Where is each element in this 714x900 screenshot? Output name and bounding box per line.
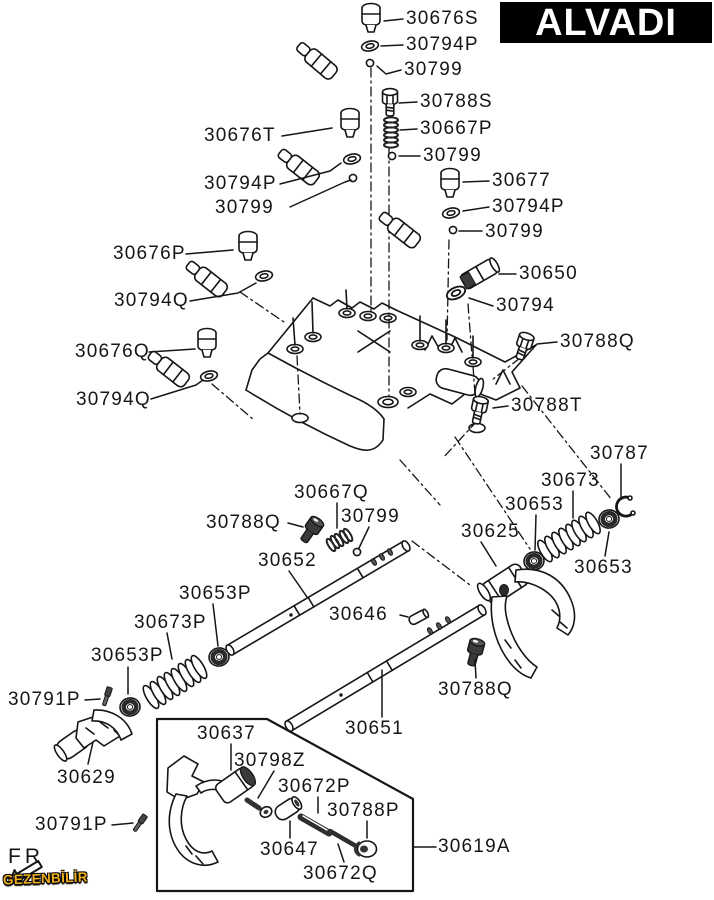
part-label-30619A: 30619A <box>438 836 511 857</box>
pin-30799-4 <box>448 225 458 235</box>
washer-30794P-1 <box>359 38 381 54</box>
part-label-30672Q: 30672Q <box>303 863 378 884</box>
solenoid-valve-30676T <box>277 107 360 186</box>
part-label-30787: 30787 <box>590 443 649 464</box>
case-tube-boss <box>435 367 485 398</box>
part-label-30637: 30637 <box>197 723 256 744</box>
alignment-centerlines <box>211 67 613 586</box>
part-label-30625: 30625 <box>461 521 520 542</box>
part-label-30676Q: 30676Q <box>75 341 150 362</box>
part-label-30791P-2: 30791P <box>35 814 108 835</box>
part-label-30788Q-1: 30788Q <box>560 331 635 352</box>
part-label-30799-3: 30799 <box>215 197 274 218</box>
solenoid-valve-30677 <box>378 167 460 249</box>
sensor-30650 <box>459 257 501 290</box>
part-label-30794: 30794 <box>496 295 555 316</box>
alvadi-logo: ALVADI <box>500 2 712 43</box>
part-label-30673: 30673 <box>541 470 600 491</box>
part-label-30794Q-2: 30794Q <box>76 389 151 410</box>
part-label-30647: 30647 <box>260 839 319 860</box>
solenoid-valve-30676P <box>185 230 258 298</box>
part-label-30798Z: 30798Z <box>234 750 306 771</box>
gezenbilir-watermark: GEZENBİLİR <box>2 869 89 888</box>
reverse-shift-lever-assembly-30619A <box>166 755 378 866</box>
part-label-30794P-3: 30794P <box>492 196 565 217</box>
shift-fork-30629 <box>53 709 133 762</box>
part-label-30788P: 30788P <box>327 800 400 821</box>
part-label-30651: 30651 <box>345 718 404 739</box>
part-label-30799-1: 30799 <box>404 59 463 80</box>
bolt-30798Z <box>244 797 273 819</box>
spring-30667Q <box>325 527 354 553</box>
part-label-30676S: 30676S <box>406 8 479 29</box>
pin-30791P-2 <box>133 813 148 832</box>
fr-orientation-label: FR <box>8 845 44 868</box>
pin-30799-1 <box>365 58 375 68</box>
pin-30799-2 <box>387 151 397 161</box>
part-label-30653P-2: 30653P <box>91 645 164 666</box>
solenoid-valve-30676S <box>295 2 381 80</box>
part-label-30653-2: 30653 <box>574 557 633 578</box>
pin-30646 <box>408 608 430 626</box>
pin-30791P-1 <box>102 686 113 707</box>
shift-rail-30651 <box>284 604 487 732</box>
spring-seat-30653P-2 <box>119 696 142 717</box>
bolt-30788Q-2 <box>296 513 326 547</box>
snap-ring-30787 <box>615 495 636 518</box>
fr-direction-arrow-icon <box>9 860 43 885</box>
part-label-30791P-1: 30791P <box>8 689 81 710</box>
bolt-30788T <box>467 394 490 427</box>
washer-30794Q-1 <box>253 268 275 284</box>
part-label-30667Q: 30667Q <box>294 482 369 503</box>
part-label-30799-5: 30799 <box>341 506 400 527</box>
part-label-30653P-1: 30653P <box>179 583 252 604</box>
spring-30673 <box>537 511 601 563</box>
part-label-30788Q-2: 30788Q <box>206 512 281 533</box>
part-label-30677: 30677 <box>492 170 551 191</box>
part-label-30650: 30650 <box>519 263 578 284</box>
part-label-30794P-1: 30794P <box>406 34 479 55</box>
inset-detail-box <box>155 717 415 893</box>
part-label-30667P: 30667P <box>420 118 493 139</box>
part-label-30788T: 30788T <box>511 395 583 416</box>
part-label-30799-4: 30799 <box>485 221 544 242</box>
shift-fork-30625 <box>476 563 576 679</box>
shift-rail-30652 <box>225 540 411 656</box>
part-label-30673P: 30673P <box>134 612 207 633</box>
transmission-case-outline <box>245 289 537 451</box>
spring-30667P <box>383 116 399 149</box>
part-label-30794P-2: 30794P <box>204 173 277 194</box>
part-label-30788S: 30788S <box>420 91 493 112</box>
part-label-30799-2: 30799 <box>423 145 482 166</box>
part-label-30794Q-1: 30794Q <box>114 290 189 311</box>
part-label-30676T: 30676T <box>204 125 276 146</box>
part-label-30653-1: 30653 <box>505 494 564 515</box>
solenoid-valve-30676Q <box>147 327 217 388</box>
part-label-30788Q-3: 30788Q <box>438 679 513 700</box>
roller-30637 <box>214 766 257 804</box>
pin-30799-5 <box>352 547 362 557</box>
part-label-30646: 30646 <box>329 604 388 625</box>
part-label-30676P: 30676P <box>113 243 186 264</box>
bolt-30788S <box>381 87 399 117</box>
spring-pin-30647 <box>274 796 303 821</box>
washer-30794P-2 <box>341 151 363 167</box>
part-label-30629: 30629 <box>57 767 116 788</box>
pin-30672P <box>297 813 333 837</box>
bolt-30788Q-1 <box>511 330 536 363</box>
washer-30794P-3 <box>440 205 462 221</box>
part-label-30672P: 30672P <box>278 776 351 797</box>
spring-30673P <box>142 654 208 710</box>
alvadi-logo-text: ALVADI <box>535 1 677 44</box>
part-label-30652: 30652 <box>258 550 317 571</box>
nut-30788P <box>353 840 378 858</box>
leader-lines <box>84 18 622 863</box>
